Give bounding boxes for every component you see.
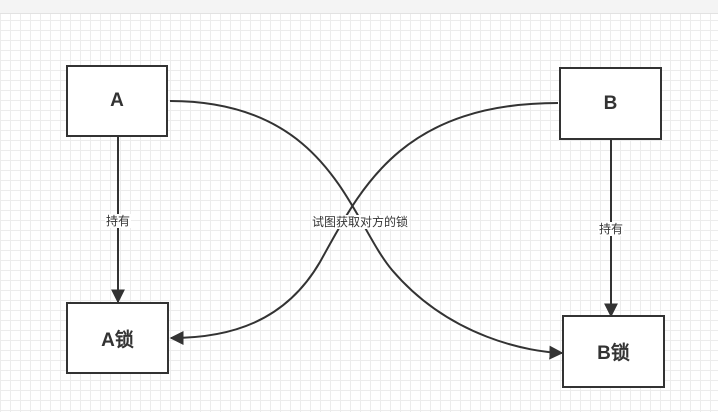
edge-label-a-holds: 持有 (105, 214, 132, 228)
edge-b-requests-lock-a (169, 102, 559, 345)
edge-label-b-holds: 持有 (598, 222, 625, 236)
node-thread-a-label: A (110, 90, 124, 111)
node-lock-a-label: A锁 (101, 329, 134, 351)
node-thread-b-label: B (603, 92, 618, 114)
node-lock-b[interactable]: B锁 (562, 315, 665, 388)
top-toolbar-strip (0, 0, 718, 14)
node-thread-b[interactable]: B (559, 67, 662, 140)
node-lock-a[interactable]: A锁 (66, 302, 169, 374)
edge-label-cross: 试图获取对方的锁 (311, 215, 410, 229)
edge-a-requests-lock-b (169, 100, 564, 360)
node-lock-b-label: B锁 (597, 343, 630, 364)
node-thread-a[interactable]: A (66, 65, 168, 137)
